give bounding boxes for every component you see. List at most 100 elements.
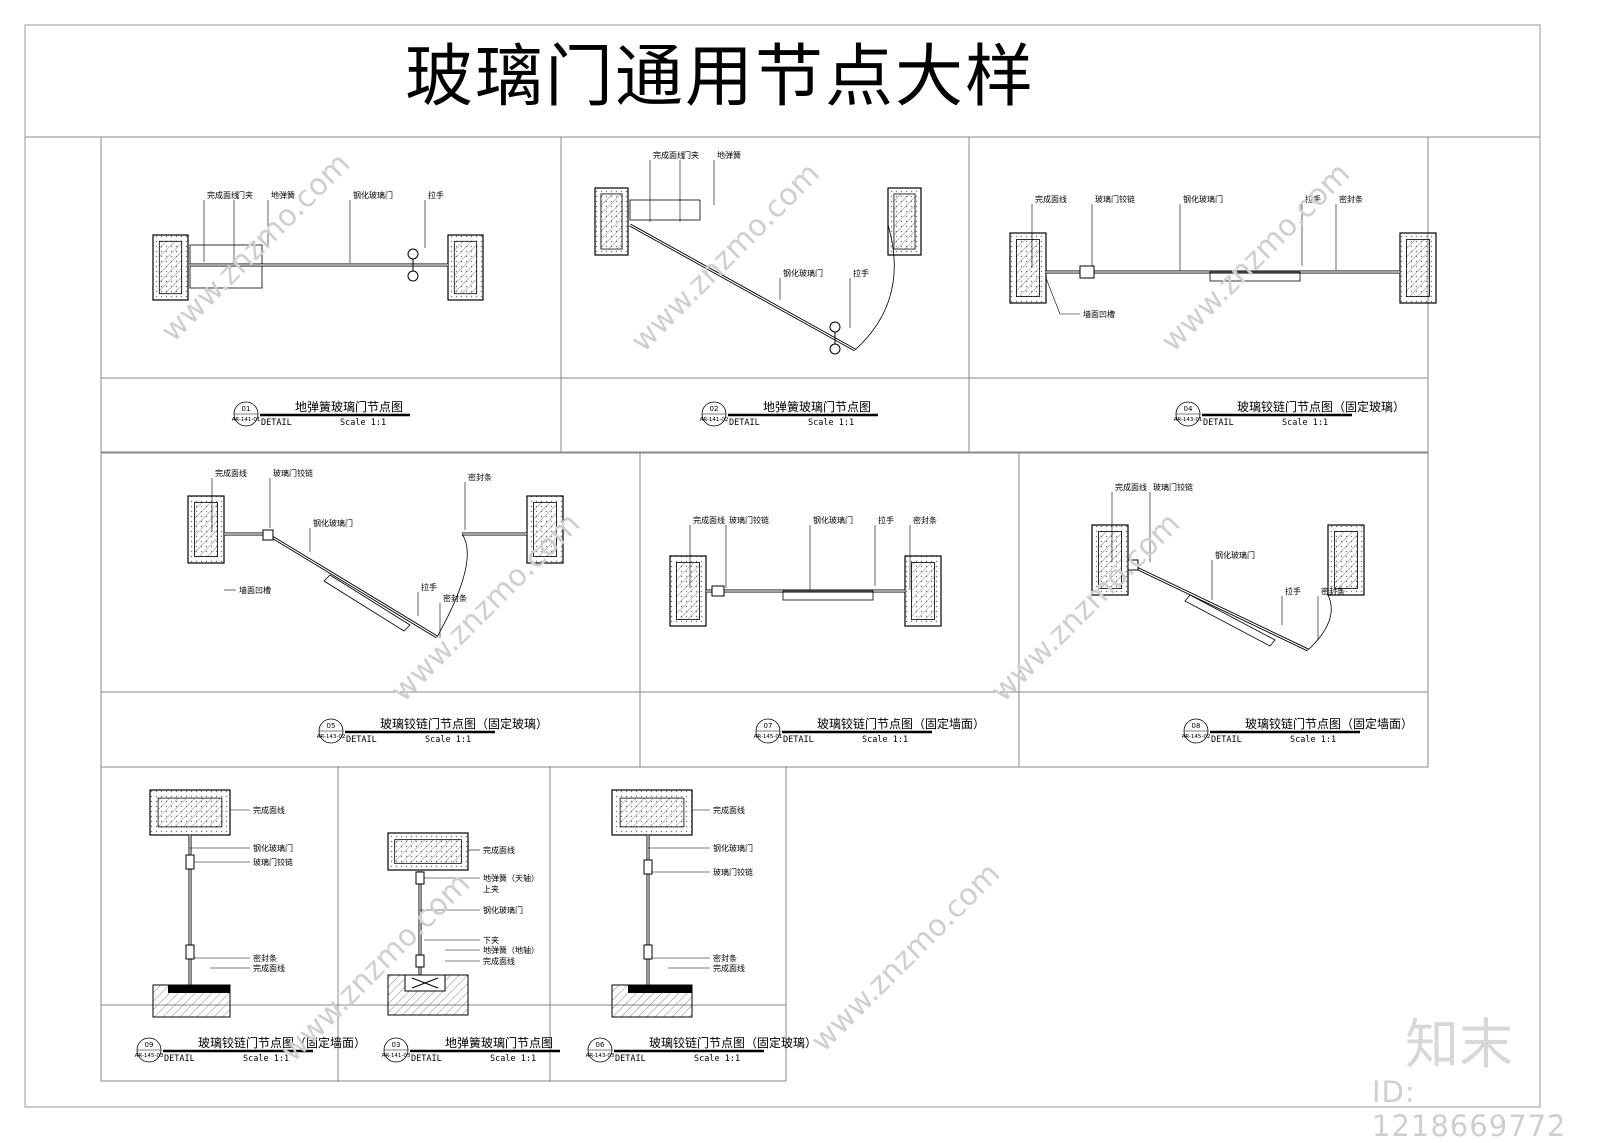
p03-spring-top-label: 地弹簧（天轴） <box>483 873 539 883</box>
p03-finish-top-label: 完成面线 <box>483 845 515 855</box>
tb-scale: Scale 1:1 <box>808 418 854 428</box>
p05-hinge <box>262 529 274 541</box>
tb-scale: Scale 1:1 <box>694 1054 740 1064</box>
tb-code: AR-143-01 <box>1174 417 1203 423</box>
p03-spring-cross <box>411 977 439 989</box>
p09-seal-label: 密封条 <box>253 953 277 963</box>
tb-code: AR-143-02 <box>317 734 346 740</box>
wall-core <box>1016 239 1040 297</box>
glass-inner <box>629 224 856 351</box>
glass-inner <box>1129 564 1309 651</box>
p08-hinge-label-label: 玻璃门铰链 <box>1153 482 1193 492</box>
tb-number: 09 <box>145 1041 154 1049</box>
tb-detail: DETAIL <box>261 418 292 428</box>
p05-wall-left <box>187 495 225 564</box>
p02-wall-right <box>887 187 922 256</box>
p09-hinge-label-label: 玻璃门铰链 <box>253 857 293 867</box>
p02-floor-spring-box <box>629 199 701 221</box>
p05-wall-right <box>526 495 564 564</box>
handle-knob-top <box>407 248 419 260</box>
p01-glass-door-label: 钢化玻璃门 <box>353 190 393 200</box>
p06-hinge-bottom <box>643 944 653 960</box>
tb-detail: DETAIL <box>1211 735 1242 745</box>
tb-title: 地弹簧玻璃门节点图 <box>763 399 871 414</box>
wall-core <box>1406 239 1430 297</box>
p06-glass-door-label: 钢化玻璃门 <box>713 843 753 853</box>
tb-detail: DETAIL <box>615 1054 646 1064</box>
p07-seal-label: 密封条 <box>913 515 937 525</box>
wall-core <box>453 240 478 295</box>
tb-detail: DETAIL <box>164 1054 195 1064</box>
outer-frame <box>24 24 1541 1108</box>
p08-handle-bar <box>1184 594 1276 647</box>
p06-hinge-top <box>643 859 653 875</box>
p04-glass-door-label: 钢化玻璃门 <box>1183 194 1223 204</box>
p06-floor-finish <box>628 985 692 993</box>
p05-handle-label-label: 拉手 <box>421 582 437 592</box>
p02-clamp-label: 门夹 <box>683 150 699 160</box>
p07-handle-label-label: 拉手 <box>878 515 894 525</box>
p07-wall-right <box>904 555 942 627</box>
tb-number: 03 <box>392 1041 401 1049</box>
tb-number: 02 <box>710 405 719 413</box>
tb-detail: DETAIL <box>346 735 377 745</box>
wall-core <box>533 502 557 557</box>
p07-handle-bar <box>782 590 874 601</box>
tb-detail: DETAIL <box>1203 418 1234 428</box>
tb-title: 玻璃铰链门节点图（固定墙面） <box>817 716 985 731</box>
p05-groove-label: 墙面凹槽 <box>239 585 271 595</box>
tb-number: 05 <box>327 722 336 730</box>
p01-clamp-label: 门夹 <box>237 190 253 200</box>
p04-hinge <box>1079 265 1095 279</box>
p03-bottom-clamp-label-label: 下夹 <box>483 935 499 945</box>
p09-finish-top-label: 完成面线 <box>253 805 285 815</box>
wall-core <box>1098 531 1122 589</box>
wall-core <box>157 797 223 828</box>
p06-hinge-label-label: 玻璃门铰链 <box>713 867 753 877</box>
p07-finish-label: 完成面线 <box>693 515 725 525</box>
p07-hinge-label-label: 玻璃门铰链 <box>729 515 769 525</box>
tb-title: 玻璃铰链门节点图（固定玻璃） <box>380 716 548 731</box>
tb-scale: Scale 1:1 <box>862 735 908 745</box>
tb-scale: Scale 1:1 <box>340 418 386 428</box>
panel-frame-5 <box>1018 452 1429 768</box>
sheet-title: 玻璃门通用节点大样 <box>405 38 1036 117</box>
wall-core <box>394 839 462 864</box>
p04-hinge-label-label: 玻璃门铰链 <box>1095 194 1135 204</box>
p08-wall-left <box>1091 524 1129 596</box>
p05-handle-bar <box>323 574 411 632</box>
tb-scale: Scale 1:1 <box>243 1054 289 1064</box>
p02-wall-left <box>594 187 629 256</box>
tb-code: AR-145-03 <box>135 1053 164 1059</box>
p05-seal-label: 密封条 <box>443 593 467 603</box>
watermark-id: ID: 1218669772 <box>1372 1075 1567 1143</box>
p08-hinge <box>1127 559 1139 571</box>
p08-wall-right <box>1327 524 1365 596</box>
p08-handle-label-label: 拉手 <box>1285 586 1301 596</box>
wall-core <box>893 193 916 250</box>
p06-finish-top-label: 完成面线 <box>713 805 745 815</box>
handle-knob-bottom <box>829 343 841 355</box>
tb-title: 地弹簧玻璃门节点图 <box>295 399 403 414</box>
tb-code: AR-145-01 <box>754 734 783 740</box>
p05-swing-arc <box>436 533 468 638</box>
p01-finish-label: 完成面线 <box>207 190 239 200</box>
p05-glass-door-label-label: 钢化玻璃门 <box>313 518 353 528</box>
tb-code: AR-141-01 <box>232 417 261 423</box>
tb-code: AR-141-03 <box>382 1053 411 1059</box>
callout-labels: 完成面线门夹地弹簧钢化玻璃门拉手完成面线门夹地弹簧钢化玻璃门拉手完成面线玻璃门铰… <box>190 150 1363 973</box>
tb-code: AR-141-02 <box>700 417 729 423</box>
p01-handle-label-label: 拉手 <box>428 190 444 200</box>
p05-seal-top-label: 密封条 <box>468 472 492 482</box>
p08-swing-arc <box>1307 594 1332 651</box>
tb-number: 01 <box>242 405 251 413</box>
